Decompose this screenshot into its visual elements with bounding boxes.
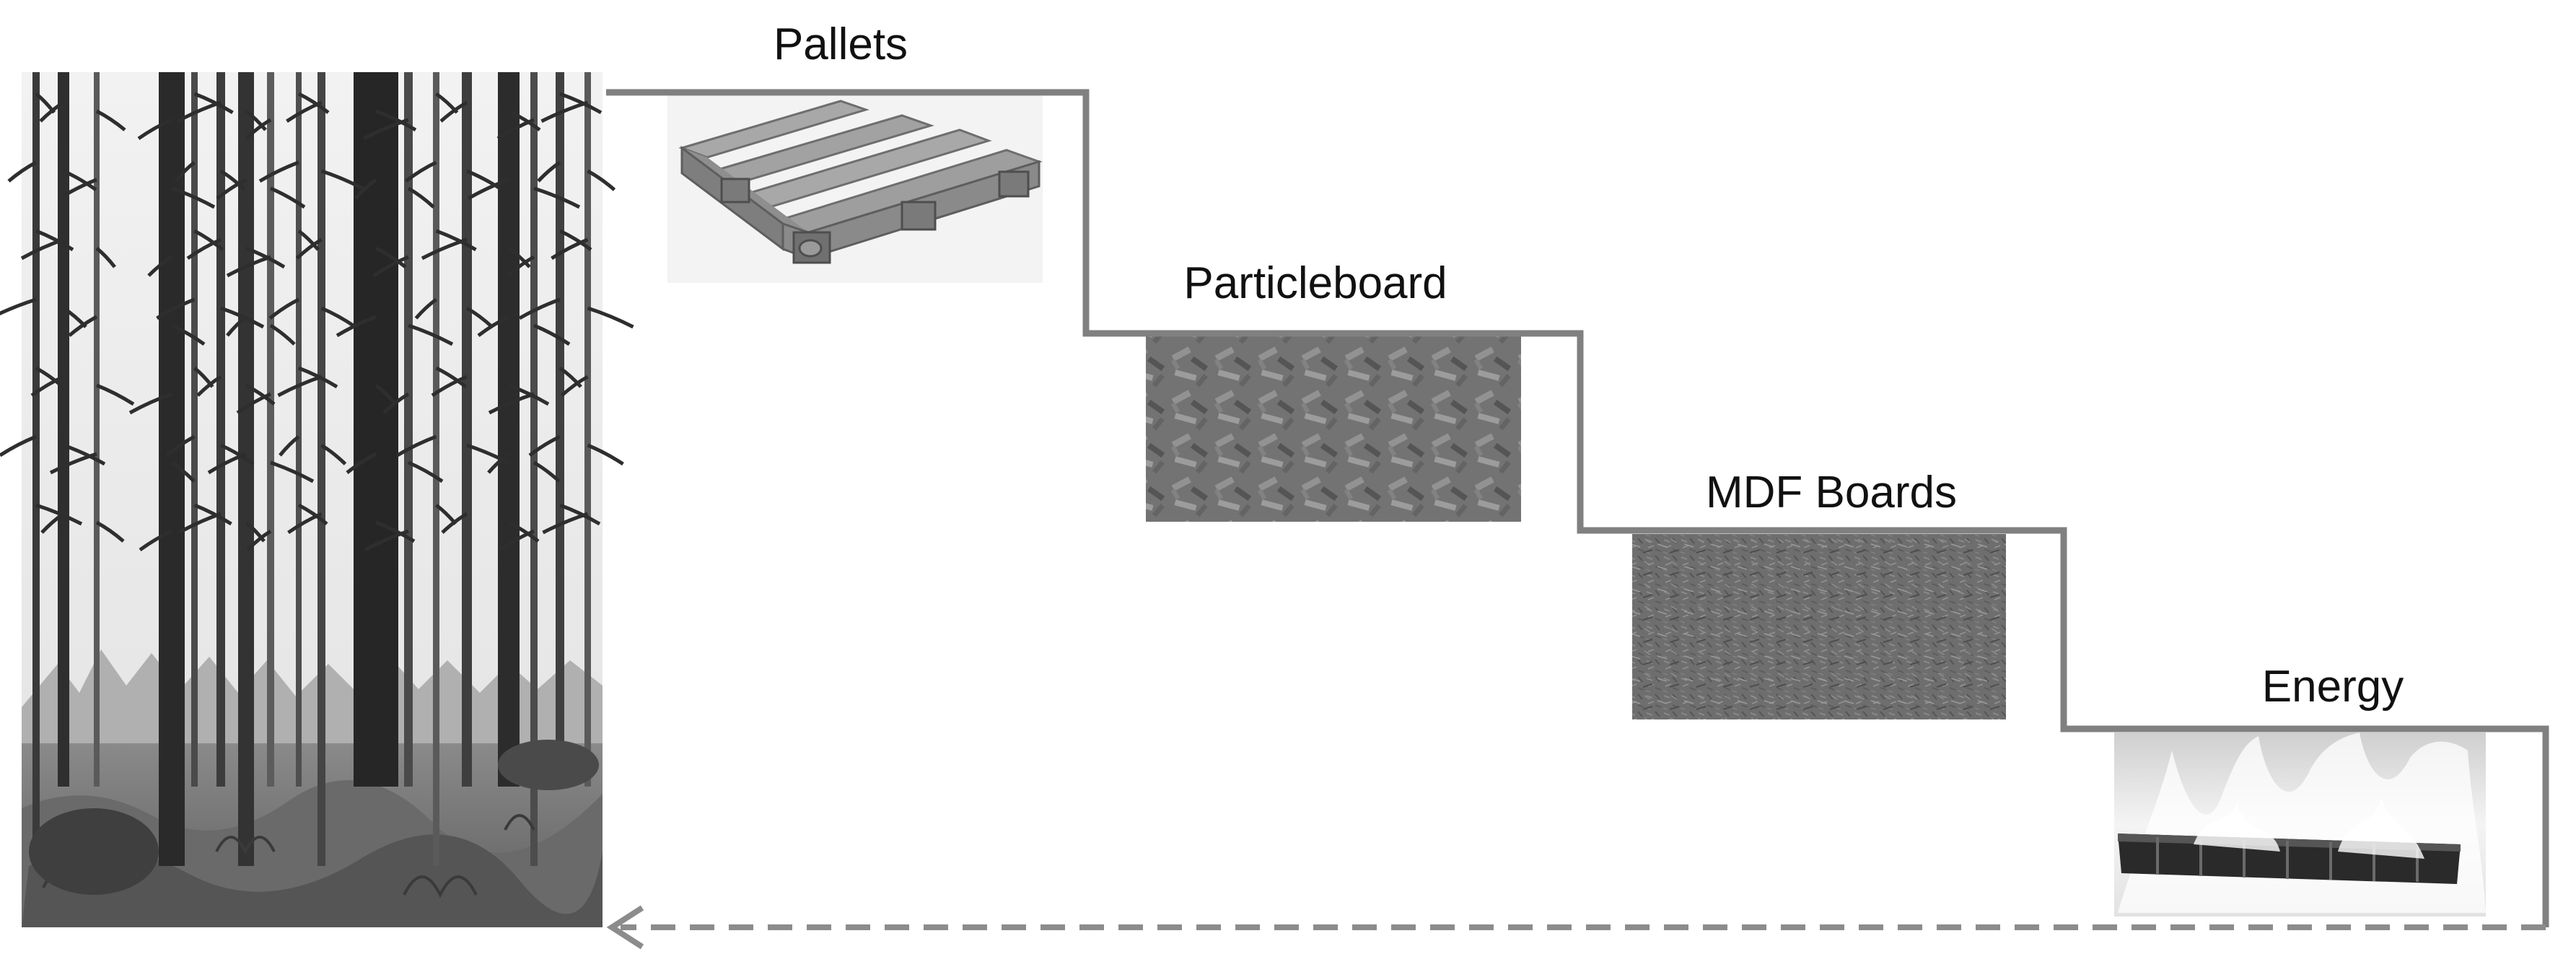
fire-photo bbox=[2114, 732, 2486, 916]
mdf-board-photo bbox=[1632, 534, 2006, 719]
stage-label-pallets: Pallets bbox=[774, 19, 908, 69]
stage-label-mdf-boards: MDF Boards bbox=[1706, 468, 1957, 517]
pallet-photo bbox=[667, 95, 1043, 283]
stage-label-energy: Energy bbox=[2262, 662, 2404, 712]
forest-photo bbox=[0, 72, 634, 927]
cascade-staircase-line bbox=[606, 89, 2549, 927]
stage-label-particleboard: Particleboard bbox=[1183, 258, 1447, 308]
return-arrowhead bbox=[606, 905, 644, 950]
particleboard-photo bbox=[1146, 336, 1521, 522]
